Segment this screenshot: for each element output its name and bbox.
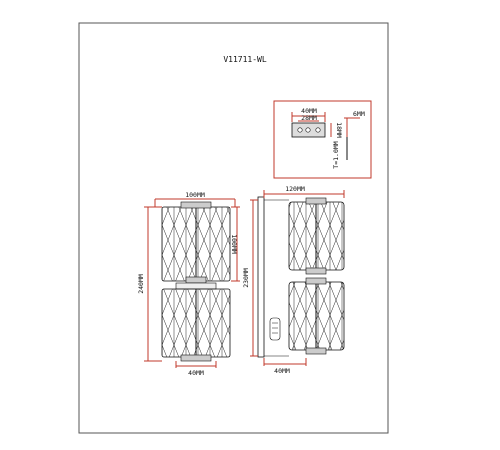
front-module-bottom	[161, 288, 231, 362]
bracket-detail: 40MM 28MM 18MM 6MM T=1.0MM	[273, 100, 372, 179]
front-total-height-label: 240MM	[137, 274, 145, 294]
hole-spacing-label: 28MM	[301, 114, 317, 122]
model-title: V11711-WL	[223, 55, 267, 64]
bracket-hole-right	[315, 127, 321, 133]
bracket-hole-center	[305, 127, 311, 133]
drawing-border	[78, 22, 389, 434]
side-module-top	[288, 197, 345, 275]
side-width-label: 120MM	[285, 185, 305, 193]
front-bottom-width-label: 40MM	[188, 369, 204, 377]
side-view: 120MM 230MM 40MM	[242, 185, 345, 375]
front-mount	[175, 282, 217, 290]
side-wall-plate	[257, 196, 265, 358]
bracket-width-label: 40MM	[301, 107, 317, 115]
bracket-detail-frame	[273, 100, 372, 179]
front-view: 100MM 100MM 240MM 40MM	[137, 191, 240, 377]
bracket-hole-left	[297, 127, 303, 133]
side-height-label: 230MM	[242, 268, 250, 288]
side-module-bottom	[288, 277, 345, 355]
side-switch	[269, 317, 281, 341]
front-module-top	[161, 201, 231, 284]
side-base-width-label: 40MM	[274, 367, 290, 375]
front-module-height-label: 100MM	[230, 234, 238, 254]
front-width-label: 100MM	[185, 191, 205, 199]
bracket-height-label: 18MM	[335, 122, 343, 138]
cable-dia-label: T=1.0MM	[332, 141, 340, 168]
screw-offset-label: 6MM	[353, 110, 365, 118]
